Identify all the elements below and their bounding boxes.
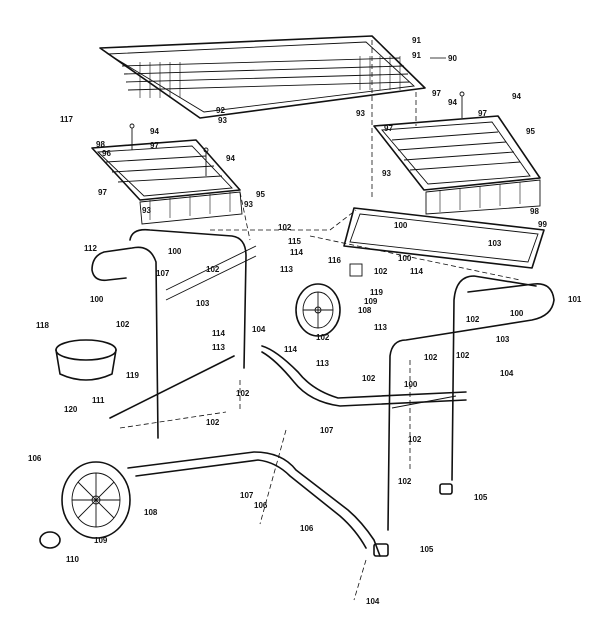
label-118: 118 bbox=[36, 321, 49, 330]
left-tray bbox=[91, 139, 243, 225]
lower-frame-front bbox=[127, 451, 381, 557]
label-117: 117 bbox=[60, 115, 73, 124]
label-114b: 114 bbox=[410, 267, 423, 276]
wheel-rear bbox=[295, 263, 363, 337]
label-107c: 107 bbox=[240, 491, 254, 500]
label-110: 110 bbox=[66, 555, 79, 564]
label-104: 104 bbox=[252, 325, 266, 334]
label-102c: 102 bbox=[374, 267, 388, 276]
label-95: 95 bbox=[526, 127, 535, 136]
label-107b: 107 bbox=[320, 426, 334, 435]
axle bbox=[109, 355, 235, 419]
label-103: 103 bbox=[488, 239, 502, 248]
label-116: 116 bbox=[328, 256, 341, 265]
label-93c: 93 bbox=[382, 169, 391, 178]
label-100f: 100 bbox=[404, 380, 418, 389]
label-102g: 102 bbox=[424, 353, 438, 362]
label-95b: 95 bbox=[256, 190, 265, 199]
right-tray bbox=[373, 115, 541, 215]
label-114c: 114 bbox=[212, 329, 225, 338]
label-112: 112 bbox=[84, 244, 97, 253]
label-102m: 102 bbox=[398, 477, 412, 486]
label-97d: 97 bbox=[150, 141, 159, 150]
label-93: 93 bbox=[218, 116, 227, 125]
label-96: 96 bbox=[102, 149, 111, 158]
label-100d: 100 bbox=[90, 295, 104, 304]
label-100b: 100 bbox=[168, 247, 182, 256]
label-91: 91 bbox=[412, 36, 421, 45]
label-102l: 102 bbox=[408, 435, 422, 444]
label-113: 113 bbox=[280, 265, 293, 274]
label-114d: 114 bbox=[284, 345, 297, 354]
label-98b: 98 bbox=[96, 140, 105, 149]
top-grate bbox=[99, 35, 426, 119]
label-103c: 103 bbox=[496, 335, 510, 344]
label-119: 119 bbox=[370, 288, 383, 297]
label-102e: 102 bbox=[466, 315, 480, 324]
label-102f: 102 bbox=[316, 333, 330, 342]
label-109b: 109 bbox=[94, 536, 108, 545]
label-97c: 97 bbox=[384, 124, 393, 133]
label-108: 108 bbox=[358, 306, 372, 315]
label-91b: 91 bbox=[412, 51, 421, 60]
label-113d: 113 bbox=[316, 359, 329, 368]
label-94b: 94 bbox=[226, 154, 235, 163]
label-102: 102 bbox=[278, 223, 292, 232]
bucket bbox=[55, 339, 117, 381]
label-114: 114 bbox=[290, 248, 303, 257]
label-102i: 102 bbox=[362, 374, 376, 383]
label-93b: 93 bbox=[356, 109, 365, 118]
label-106c: 106 bbox=[300, 524, 314, 533]
label-106b: 106 bbox=[254, 501, 268, 510]
hub-cap bbox=[39, 531, 61, 549]
assembly-lines bbox=[119, 40, 521, 601]
label-92: 92 bbox=[216, 106, 225, 115]
label-102h: 102 bbox=[456, 351, 470, 360]
callouts: 90 91 91 92 93 93 97 94 94 94 94 97 97 9… bbox=[28, 36, 582, 606]
label-100e: 100 bbox=[510, 309, 524, 318]
label-94d: 94 bbox=[448, 98, 457, 107]
label-102j: 102 bbox=[236, 389, 250, 398]
side-panel-99 bbox=[343, 207, 545, 269]
bolts-94 bbox=[129, 91, 465, 176]
label-97b: 97 bbox=[478, 109, 487, 118]
label-94c: 94 bbox=[512, 92, 521, 101]
label-113c: 113 bbox=[212, 343, 225, 352]
label-115: 115 bbox=[288, 237, 301, 246]
label-97e: 97 bbox=[98, 188, 107, 197]
label-101: 101 bbox=[568, 295, 582, 304]
label-104b: 104 bbox=[500, 369, 514, 378]
left-frame bbox=[91, 228, 257, 439]
label-106: 106 bbox=[28, 454, 42, 463]
label-93d: 93 bbox=[142, 206, 151, 215]
label-102k: 102 bbox=[206, 418, 220, 427]
label-102b: 102 bbox=[206, 265, 220, 274]
label-100c: 100 bbox=[398, 254, 412, 263]
label-105b: 105 bbox=[420, 545, 434, 554]
label-94: 94 bbox=[150, 127, 159, 136]
feet bbox=[373, 483, 453, 557]
label-98: 98 bbox=[530, 207, 539, 216]
label-107: 107 bbox=[156, 269, 170, 278]
label-102d: 102 bbox=[116, 320, 130, 329]
label-108b: 108 bbox=[144, 508, 158, 517]
label-93e: 93 bbox=[244, 200, 253, 209]
label-109: 109 bbox=[364, 297, 378, 306]
label-99: 99 bbox=[538, 220, 547, 229]
label-111: 111 bbox=[92, 396, 105, 405]
label-103b: 103 bbox=[196, 299, 210, 308]
label-97: 97 bbox=[432, 89, 441, 98]
label-104c: 104 bbox=[366, 597, 380, 606]
label-90: 90 bbox=[448, 54, 457, 63]
label-105: 105 bbox=[474, 493, 488, 502]
label-100: 100 bbox=[394, 221, 408, 230]
label-113b: 113 bbox=[374, 323, 387, 332]
wheel-front bbox=[61, 461, 131, 539]
label-119b: 119 bbox=[126, 371, 139, 380]
label-120: 120 bbox=[64, 405, 78, 414]
lower-frame-rear bbox=[261, 345, 467, 407]
